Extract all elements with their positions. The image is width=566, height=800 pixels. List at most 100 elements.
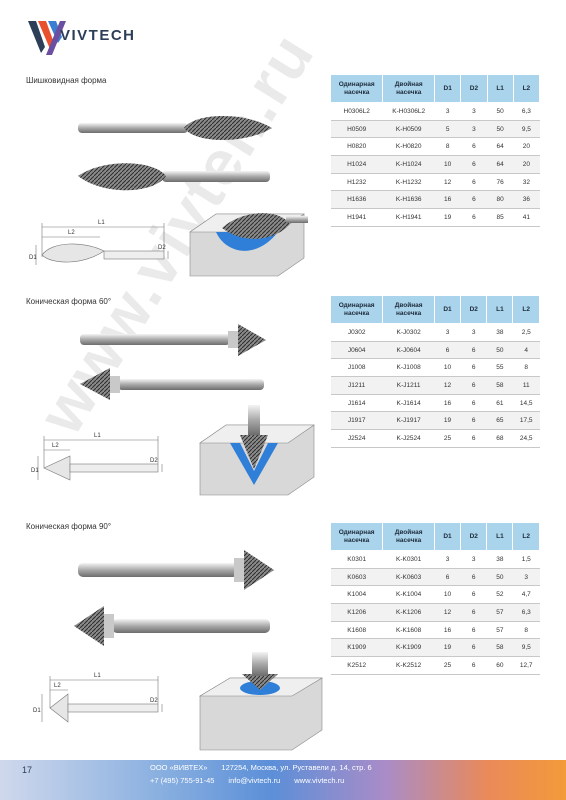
dim-label-l1: L1 (98, 220, 105, 226)
dim-label-l2: L2 (54, 683, 61, 689)
table-cell: 60 (486, 656, 513, 675)
table-cell: 50 (486, 568, 513, 587)
table-cell: 6 (434, 568, 461, 587)
table-cell: 3 (512, 568, 540, 587)
table-cell: 3 (434, 323, 461, 342)
table-cell: J1008 (330, 358, 383, 378)
dim-label-d1: D1 (29, 255, 37, 261)
cone90-dimension-drawing: L1 L2 D1 D2 (33, 673, 163, 723)
table-cell: 19 (434, 208, 461, 227)
footer-band (0, 760, 566, 800)
table-cell: K-H1232 (382, 173, 435, 192)
table-cell: 1,5 (512, 550, 540, 569)
table-cell: 12 (434, 603, 461, 622)
dim-label-l1: L1 (94, 433, 101, 439)
table-cell: 52 (486, 585, 513, 605)
cone60-dimension-drawing: L1 L2 D1 D2 (31, 433, 163, 481)
vivtech-logo (28, 21, 66, 55)
table-cell: 41 (513, 208, 540, 227)
table-cell: K-J0302 (382, 323, 435, 342)
col-header-l2: L2 (512, 295, 540, 324)
table-cell: K-J1614 (382, 394, 435, 413)
footer-address: 127254, Москва, ул. Руставели д. 14, стр… (221, 763, 372, 772)
table-cell: 16 (434, 621, 461, 640)
table-cell: 10 (434, 358, 461, 378)
table-cell: 4,7 (512, 585, 540, 605)
col-header-l2: L2 (512, 74, 541, 103)
table-cell: 5 (434, 120, 461, 139)
table-cell: 6 (460, 603, 487, 622)
table-cell: 6 (460, 173, 488, 192)
table-cell: 6 (460, 656, 487, 675)
table-cell: 17,5 (512, 411, 540, 431)
table-cell: 8 (512, 358, 540, 378)
table-cell: 2,5 (512, 323, 540, 342)
table-cell: 80 (487, 190, 514, 210)
table-cell: 57 (486, 621, 513, 640)
cone60-application-illustration (199, 405, 315, 496)
table-cell: 58 (486, 376, 513, 395)
table-cell: 50 (487, 102, 514, 121)
dim-label-d1: D1 (31, 468, 39, 474)
table-cell: J0604 (330, 341, 383, 360)
table-cell: 6 (460, 585, 487, 605)
table-cell: K0301 (330, 550, 383, 569)
table-cell: 16 (434, 394, 461, 413)
cone90-burr-photo-1 (78, 550, 274, 590)
table-cell: 6 (460, 394, 487, 413)
table-cell: J1614 (330, 394, 383, 413)
dim-label-d1: D1 (33, 708, 41, 714)
table-cell: H0509 (330, 120, 383, 139)
cone60-burr-photo-2 (80, 368, 264, 400)
col-header-d1: D1 (433, 295, 462, 324)
table-cell: K-K1206 (382, 603, 435, 622)
spec-table-cone-90: Одинарная насечка Двойная насечка D1 D2 … (329, 522, 540, 675)
table-cell: K-K1909 (382, 638, 435, 658)
footer-address-line: ООО «ВИВТЕХ»127254, Москва, ул. Руставел… (150, 763, 372, 772)
table-cell: 10 (434, 155, 461, 174)
table-cell: 65 (486, 411, 513, 431)
table-cell: 6 (460, 208, 488, 227)
table-cell: 3 (460, 102, 488, 121)
table-cell: 6,3 (513, 102, 540, 121)
table-cell: K-K2512 (382, 656, 435, 675)
table-cell: 50 (486, 341, 513, 360)
table-cell: 25 (434, 656, 461, 675)
footer-email[interactable]: info@vivtech.ru (228, 776, 281, 785)
page-number: 17 (22, 765, 33, 775)
table-cell: 14,5 (512, 394, 540, 413)
table-cell: 12,7 (512, 656, 540, 675)
col-header-d2: D2 (460, 522, 488, 551)
table-cell: 32 (513, 173, 540, 192)
cone90-application-illustration (198, 652, 324, 751)
table-cell: 20 (513, 137, 540, 157)
spec-table-cone-60: Одинарная насечка Двойная насечка D1 D2 … (329, 295, 540, 448)
footer-site[interactable]: www.vivtech.ru (294, 776, 345, 785)
dim-label-d2: D2 (150, 458, 158, 464)
brand-name: VIVTECH (60, 27, 136, 44)
table-cell: 6 (460, 429, 487, 448)
table-cell: K1909 (330, 638, 383, 658)
table-cell: 6 (460, 137, 488, 157)
table-cell: 3 (434, 102, 461, 121)
table-cell: K-H1024 (382, 155, 435, 174)
table-cell: 16 (434, 190, 461, 210)
cone90-burr-photo-2 (74, 606, 270, 646)
flame-burr-photo-1 (78, 116, 272, 140)
table-cell: 8 (434, 137, 461, 157)
table-cell: 38 (486, 550, 513, 569)
table-cell: 6 (460, 638, 487, 658)
table-cell: 3 (460, 550, 487, 569)
col-header-l1: L1 (486, 522, 514, 551)
table-cell: K-H0509 (382, 120, 435, 139)
